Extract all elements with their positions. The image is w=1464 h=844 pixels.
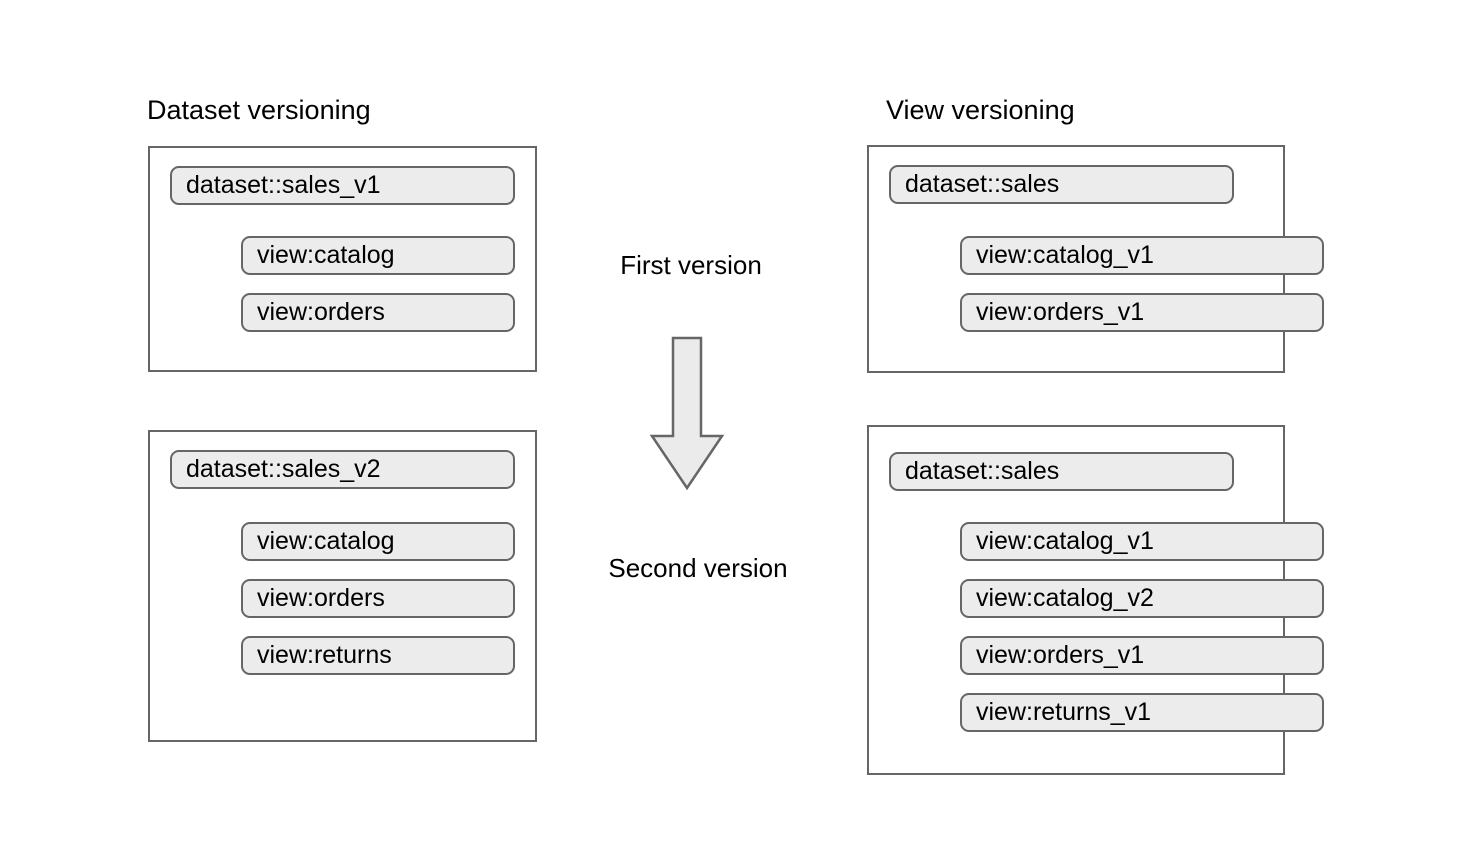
view-sales-first-panel: dataset::sales view:catalog_v1 view:orde… (867, 145, 1324, 373)
chip-view[interactable]: view:catalog_v2 (960, 579, 1324, 618)
chip-dataset[interactable]: dataset::sales_v2 (170, 450, 515, 489)
chip-view[interactable]: view:orders (241, 293, 515, 332)
center-label-second-version: Second version (608, 553, 788, 583)
dataset-sales-v1-panel: dataset::sales_v1 view:catalog view:orde… (148, 146, 537, 372)
chip-dataset[interactable]: dataset::sales (889, 452, 1234, 491)
chip-view[interactable]: view:orders_v1 (960, 636, 1324, 675)
chip-view[interactable]: view:orders_v1 (960, 293, 1324, 332)
chip-view[interactable]: view:catalog (241, 522, 515, 561)
chip-dataset[interactable]: dataset::sales (889, 165, 1234, 204)
chip-dataset[interactable]: dataset::sales_v1 (170, 166, 515, 205)
column-title-dataset-versioning: Dataset versioning (147, 95, 371, 125)
chip-view[interactable]: view:catalog (241, 236, 515, 275)
chip-view[interactable]: view:returns (241, 636, 515, 675)
column-title-view-versioning: View versioning (886, 95, 1075, 125)
dataset-sales-v2-panel: dataset::sales_v2 view:catalog view:orde… (148, 430, 537, 742)
chip-view[interactable]: view:returns_v1 (960, 693, 1324, 732)
chip-view[interactable]: view:orders (241, 579, 515, 618)
center-label-first-version: First version (620, 250, 762, 280)
chip-view[interactable]: view:catalog_v1 (960, 522, 1324, 561)
chip-view[interactable]: view:catalog_v1 (960, 236, 1324, 275)
view-sales-second-panel: dataset::sales view:catalog_v1 view:cata… (867, 425, 1324, 775)
down-arrow-icon (649, 336, 725, 491)
